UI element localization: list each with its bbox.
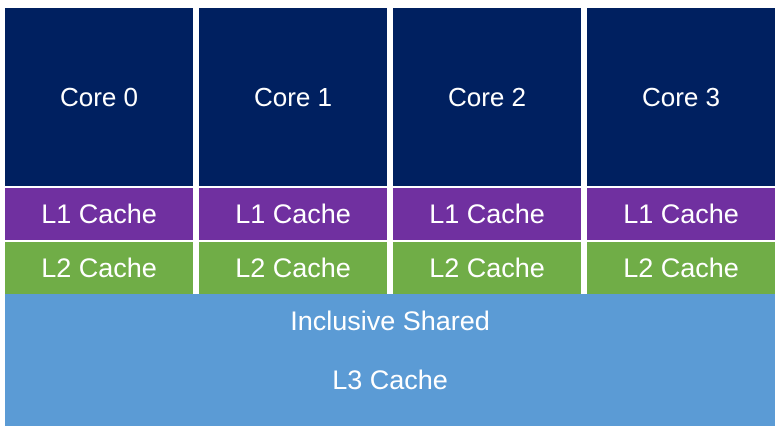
l2-cache-box: L2 Cache xyxy=(393,242,581,294)
core-column-1: Core 1 L1 Cache L2 Cache xyxy=(199,8,387,294)
l1-cache-box: L1 Cache xyxy=(5,188,193,240)
core-column-3: Core 3 L1 Cache L2 Cache xyxy=(587,8,775,294)
core-column-0: Core 0 L1 Cache L2 Cache xyxy=(5,8,193,294)
l3-cache-box: Inclusive Shared L3 Cache xyxy=(5,294,775,426)
l1-cache-box: L1 Cache xyxy=(587,188,775,240)
l2-cache-box: L2 Cache xyxy=(587,242,775,294)
l2-cache-box: L2 Cache xyxy=(199,242,387,294)
core-box: Core 3 xyxy=(587,8,775,186)
l2-cache-box: L2 Cache xyxy=(5,242,193,294)
l3-cache-label-line-2: L3 Cache xyxy=(332,365,448,395)
core-box: Core 0 xyxy=(5,8,193,186)
l3-cache-label-line-1: Inclusive Shared xyxy=(290,306,490,336)
core-box: Core 2 xyxy=(393,8,581,186)
l1-cache-box: L1 Cache xyxy=(393,188,581,240)
l1-cache-box: L1 Cache xyxy=(199,188,387,240)
core-column-2: Core 2 L1 Cache L2 Cache xyxy=(393,8,581,294)
core-box: Core 1 xyxy=(199,8,387,186)
